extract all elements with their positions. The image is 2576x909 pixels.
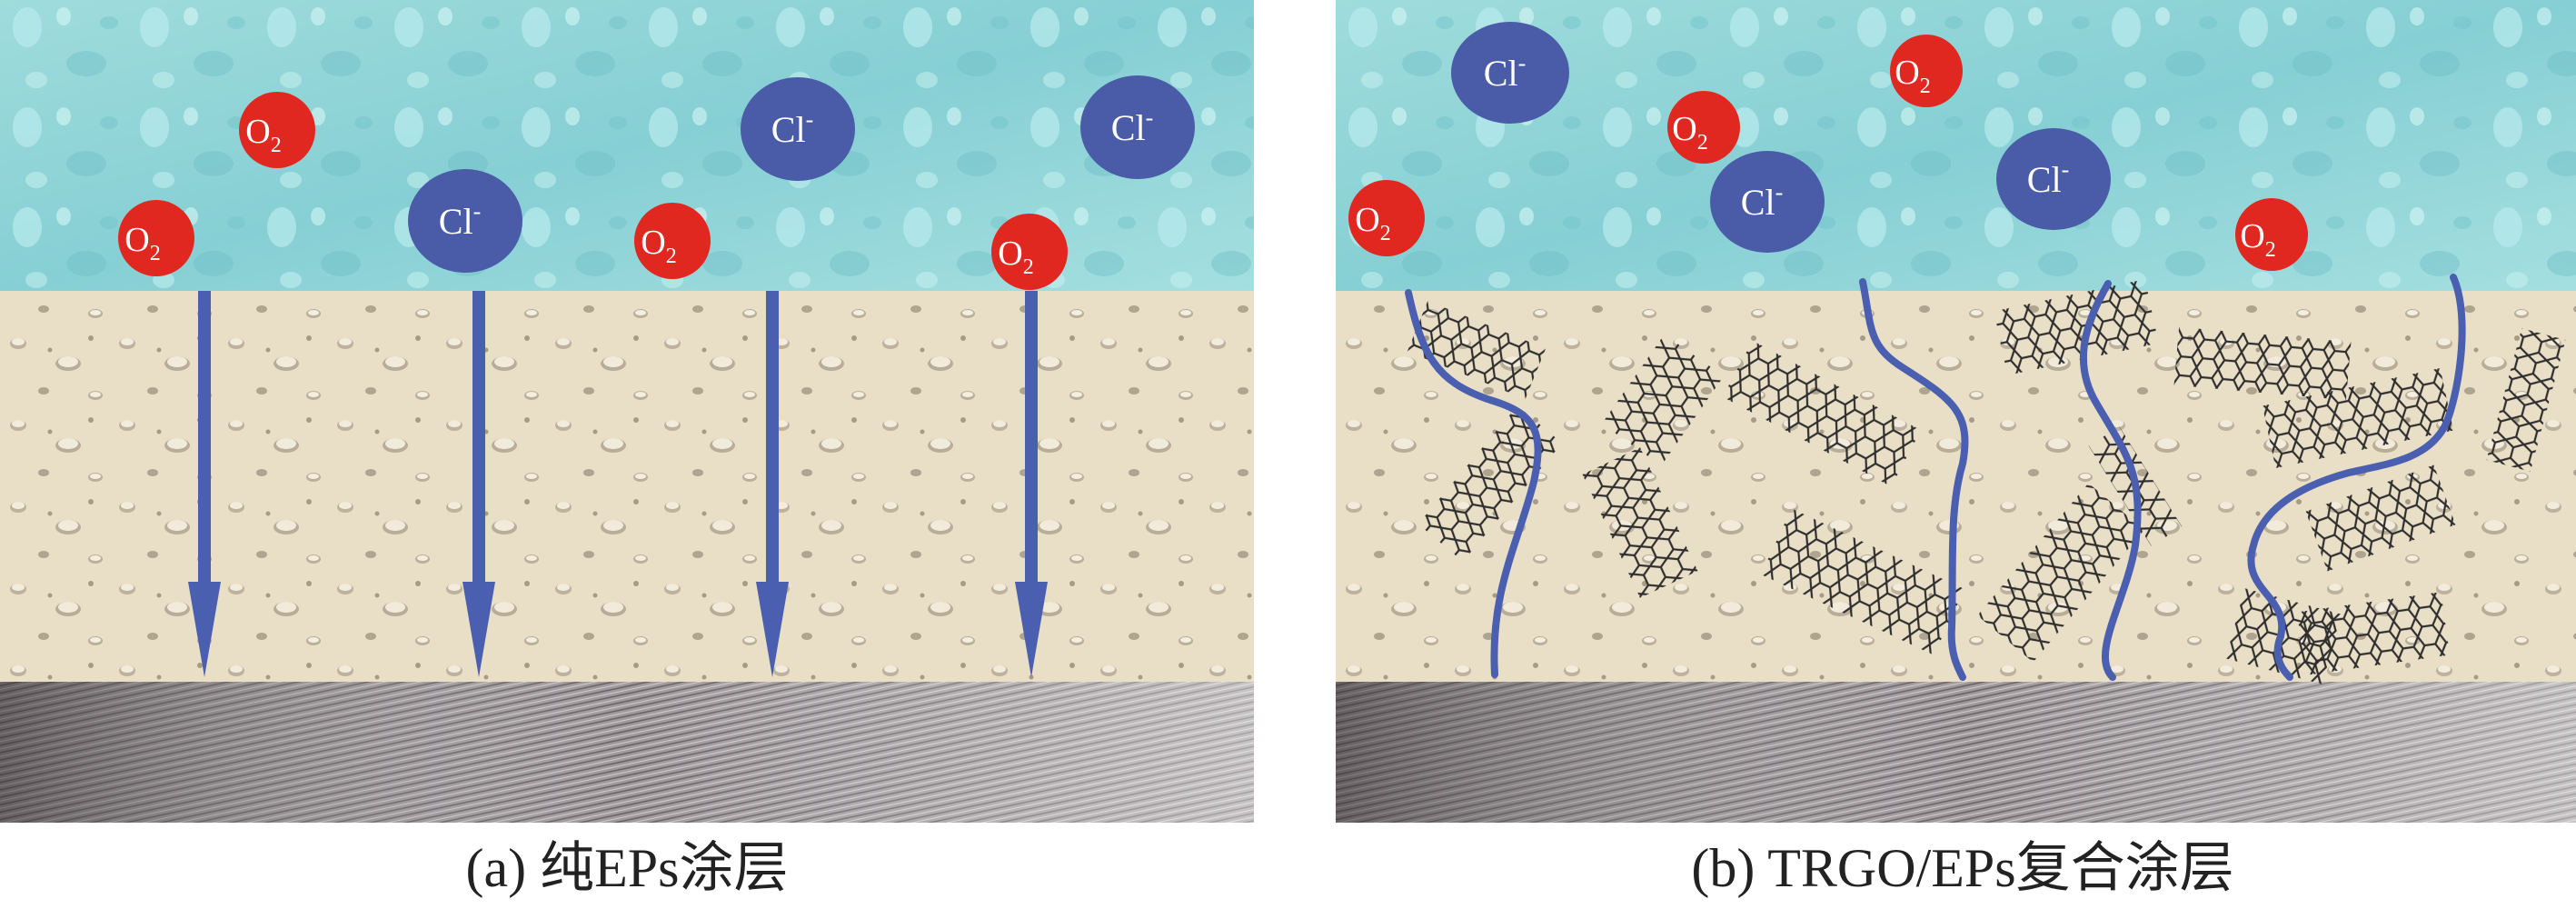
graphene-sheet — [1722, 340, 1922, 487]
panel-b-illustration: Cl- Cl- Cl- O2 O2 O2 O2 — [1336, 0, 2576, 823]
svg-text:Cl-: Cl- — [771, 106, 813, 150]
svg-text:Cl-: Cl- — [1741, 179, 1783, 223]
diffusion-path — [2079, 280, 2142, 681]
svg-text:O2: O2 — [1895, 54, 1930, 98]
svg-text:O2: O2 — [2240, 217, 2275, 262]
caption-panel-a: (a) 纯EPs涂层 — [465, 838, 789, 898]
diffusion-path — [2247, 274, 2466, 681]
panel-a-illustration: O2 O2 O2 O2 Cl- Cl- Cl- — [0, 0, 1254, 823]
graphene-sheet — [1977, 483, 2144, 663]
svg-text:O2: O2 — [641, 224, 676, 268]
panel-pure-eps-coating: O2 O2 O2 O2 Cl- Cl- Cl- — [0, 0, 1254, 823]
oxygen-molecule: O2 — [634, 203, 711, 279]
oxygen-molecule: O2 — [991, 214, 1068, 290]
graphene-sheet — [1407, 300, 1547, 400]
graphene-sheet — [2296, 592, 2451, 675]
caption-panel-b: (b) TRGO/EPs复合涂层 — [1691, 838, 2234, 898]
panel-trgo-eps-composite-coating: Cl- Cl- Cl- O2 O2 O2 O2 — [1336, 0, 2576, 823]
svg-text:Cl-: Cl- — [1484, 50, 1526, 94]
graphene-sheets — [1407, 279, 2566, 684]
svg-text:Cl-: Cl- — [1111, 105, 1153, 148]
chloride-ion: Cl- — [1996, 128, 2111, 230]
diffusion-arrows — [188, 291, 1048, 677]
svg-text:O2: O2 — [124, 221, 160, 265]
graphene-sheet — [2486, 328, 2566, 472]
chloride-ion: Cl- — [1710, 151, 1825, 253]
graphene-sheet — [2262, 367, 2454, 469]
svg-text:O2: O2 — [245, 113, 281, 157]
graphene-sheet — [1601, 334, 1725, 466]
diffusion-path — [1859, 278, 1969, 681]
graphene-sheet — [1582, 447, 1698, 598]
oxygen-molecule: O2 — [1890, 35, 1963, 107]
oxygen-molecule: O2 — [1667, 91, 1740, 164]
svg-text:Cl-: Cl- — [439, 198, 481, 242]
graphene-sheet — [2305, 464, 2456, 572]
chloride-ion: Cl- — [741, 77, 855, 181]
tortuous-diffusion-paths — [1405, 274, 2466, 681]
oxygen-molecule: O2 — [2235, 198, 2308, 271]
diffusion-path — [1405, 289, 1542, 678]
svg-text:O2: O2 — [1355, 201, 1390, 245]
svg-text:O2: O2 — [998, 235, 1033, 279]
graphene-sheet — [2173, 326, 2352, 401]
oxygen-molecule: O2 — [118, 200, 194, 276]
chloride-ion: Cl- — [408, 169, 522, 273]
chloride-ion: Cl- — [1080, 75, 1195, 179]
chloride-ion: Cl- — [1451, 22, 1569, 124]
graphene-sheet — [1760, 508, 1965, 655]
graphene-sheet — [1417, 405, 1563, 562]
svg-text:O2: O2 — [1672, 110, 1707, 155]
svg-text:Cl-: Cl- — [2027, 156, 2069, 200]
graphene-sheet — [1994, 279, 2159, 375]
oxygen-molecule: O2 — [1348, 180, 1425, 256]
oxygen-molecule: O2 — [239, 92, 315, 168]
